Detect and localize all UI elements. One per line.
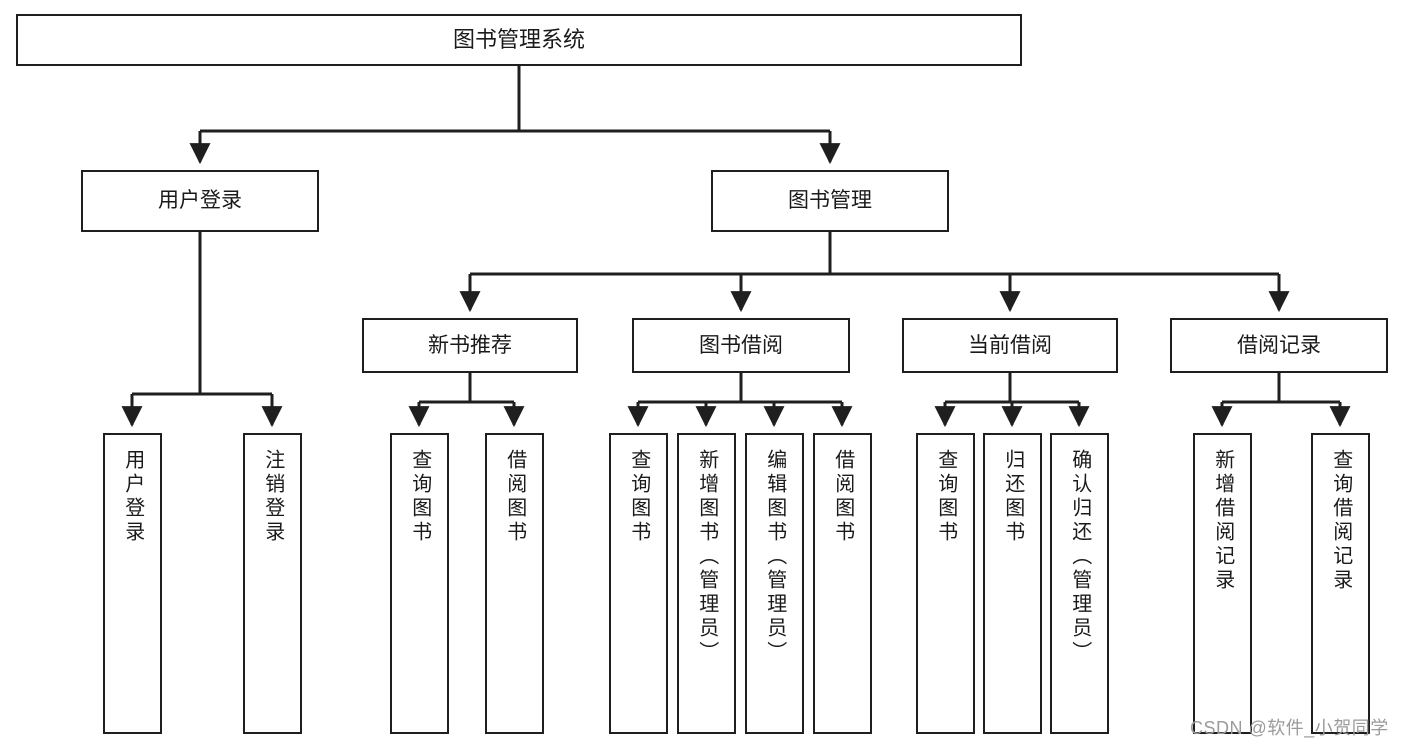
leaf-query-book-recommend-label: 查询图书	[408, 449, 431, 545]
leaf-user-login-label: 用户登录	[121, 449, 144, 545]
leaf-add-borrow-record[interactable]: 新增借阅记录	[1193, 433, 1252, 734]
leaf-query-book-recommend[interactable]: 查询图书	[390, 433, 449, 734]
leaf-borrow-book-recommend[interactable]: 借阅图书	[485, 433, 544, 734]
node-borrow-record-label: 借阅记录	[1237, 333, 1321, 357]
leaf-logout-label: 注销登录	[261, 449, 284, 545]
leaf-edit-book-admin-label: 编辑图书（管理员）	[763, 449, 786, 665]
leaf-query-book-borrow[interactable]: 查询图书	[609, 433, 668, 734]
leaf-return-book-label: 归还图书	[1001, 449, 1024, 545]
leaf-add-borrow-record-label: 新增借阅记录	[1211, 449, 1234, 593]
node-book-management[interactable]: 图书管理	[711, 170, 949, 232]
leaf-query-book-borrow-label: 查询图书	[627, 449, 650, 545]
node-new-book-recommend-label: 新书推荐	[428, 333, 512, 357]
node-user-login[interactable]: 用户登录	[81, 170, 319, 232]
node-current-borrow-label: 当前借阅	[968, 333, 1052, 357]
leaf-edit-book-admin[interactable]: 编辑图书（管理员）	[745, 433, 804, 734]
leaf-query-book-current-label: 查询图书	[934, 449, 957, 545]
leaf-query-book-current[interactable]: 查询图书	[916, 433, 975, 734]
leaf-borrow-book-recommend-label: 借阅图书	[503, 449, 526, 545]
node-current-borrow[interactable]: 当前借阅	[902, 318, 1118, 373]
node-root[interactable]: 图书管理系统	[16, 14, 1022, 66]
leaf-add-book-admin-label: 新增图书（管理员）	[695, 449, 718, 665]
node-book-borrow-label: 图书借阅	[699, 333, 783, 357]
node-user-login-label: 用户登录	[158, 189, 242, 213]
leaf-confirm-return-admin-label: 确认归还（管理员）	[1068, 449, 1091, 665]
leaf-query-borrow-record[interactable]: 查询借阅记录	[1311, 433, 1370, 734]
leaf-borrow-book-label: 借阅图书	[831, 449, 854, 545]
node-root-label: 图书管理系统	[452, 26, 585, 52]
leaf-return-book[interactable]: 归还图书	[983, 433, 1042, 734]
node-new-book-recommend[interactable]: 新书推荐	[362, 318, 578, 373]
leaf-query-borrow-record-label: 查询借阅记录	[1329, 449, 1352, 593]
leaf-borrow-book[interactable]: 借阅图书	[813, 433, 872, 734]
leaf-confirm-return-admin[interactable]: 确认归还（管理员）	[1050, 433, 1109, 734]
leaf-logout[interactable]: 注销登录	[243, 433, 302, 734]
node-book-borrow[interactable]: 图书借阅	[632, 318, 850, 373]
csdn-watermark: CSDN @软件_小贺同学	[1190, 718, 1389, 738]
node-borrow-record[interactable]: 借阅记录	[1170, 318, 1388, 373]
leaf-user-login[interactable]: 用户登录	[103, 433, 162, 734]
leaf-add-book-admin[interactable]: 新增图书（管理员）	[677, 433, 736, 734]
node-book-management-label: 图书管理	[788, 189, 872, 213]
